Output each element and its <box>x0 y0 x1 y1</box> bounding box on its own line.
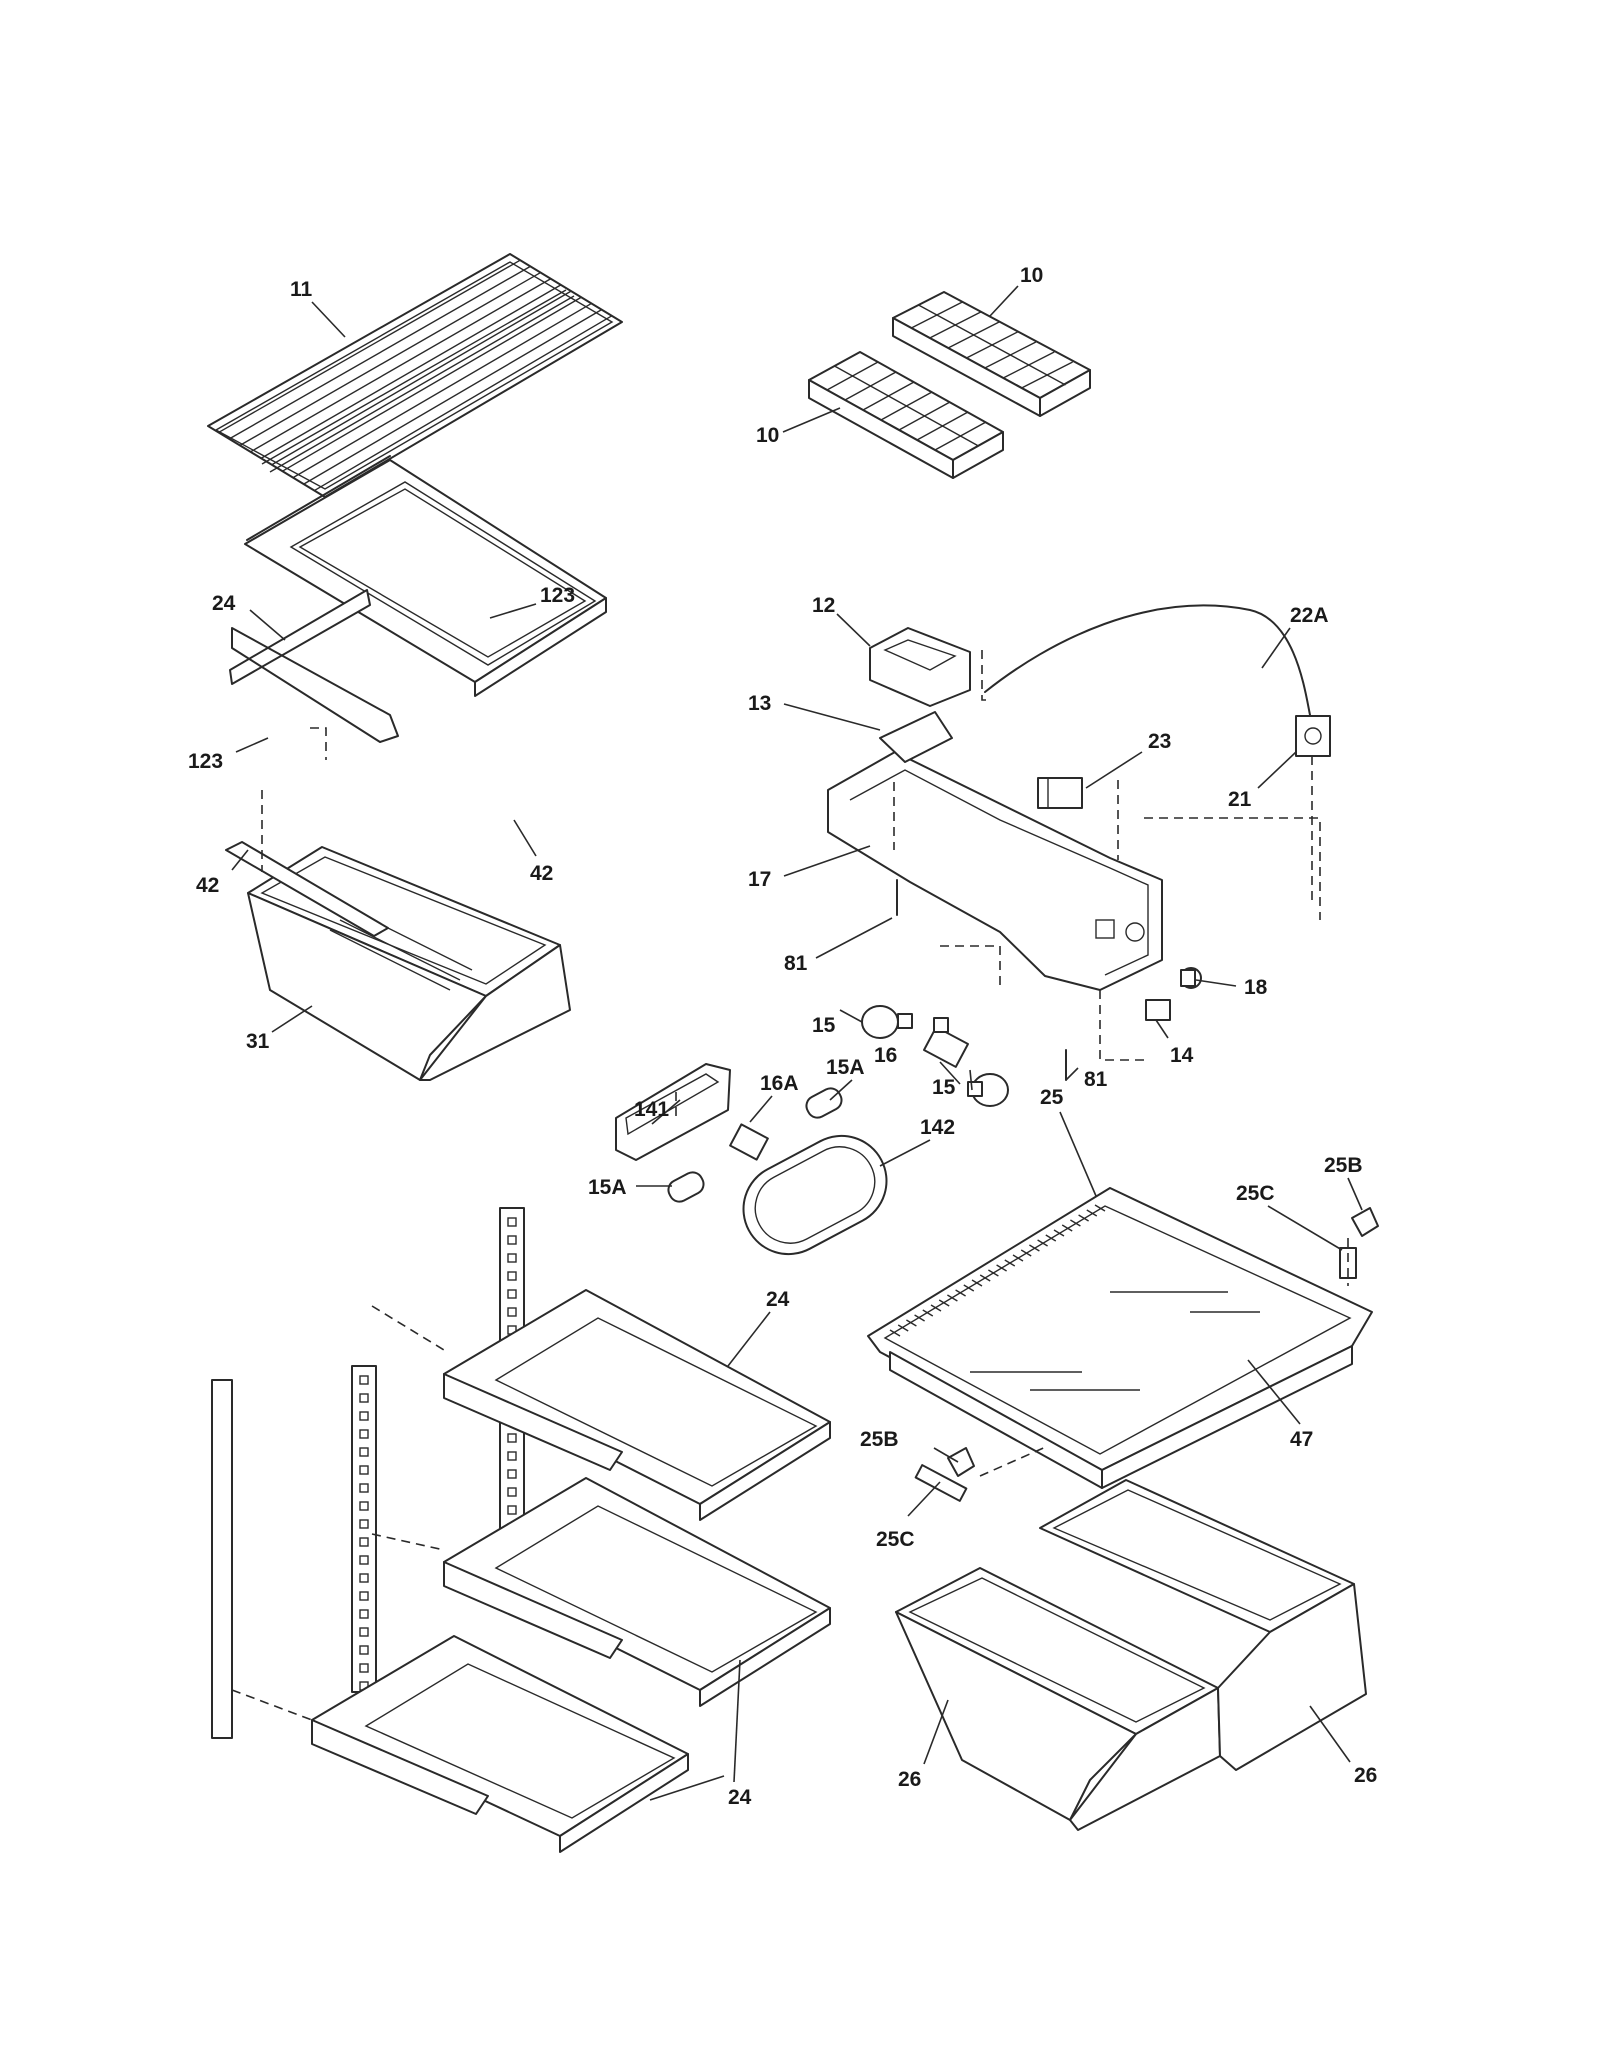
drawer-26-left <box>895 1567 1221 1831</box>
callout-24-lower: 24 <box>728 1786 752 1809</box>
switch-14 <box>1145 999 1171 1021</box>
shelf-upper-left <box>229 455 607 743</box>
callout-10-upper: 10 <box>1020 264 1043 287</box>
callout-123-upper: 123 <box>540 584 575 607</box>
bulb-15-right <box>967 1073 1009 1107</box>
callout-26-left: 26 <box>898 1768 921 1791</box>
socket-16A <box>729 1123 769 1161</box>
callout-25: 25 <box>1040 1086 1064 1109</box>
shelf-lower-1 <box>443 1289 831 1521</box>
callout-16: 16 <box>874 1044 897 1067</box>
drawer-26-right <box>1039 1479 1367 1771</box>
callout-15A-lower: 15A <box>588 1176 627 1199</box>
callout-24-middle: 24 <box>766 1288 790 1311</box>
callout-42-left: 42 <box>196 874 219 897</box>
callout-15A-upper: 15A <box>826 1056 865 1079</box>
callout-42-right: 42 <box>530 862 553 885</box>
light-shield-12 <box>869 627 971 707</box>
light-housing-17 <box>827 751 1163 991</box>
callout-25C-lower: 25C <box>876 1528 915 1551</box>
ice-tray-upper <box>892 291 1091 417</box>
assembly-lines <box>231 650 1349 1721</box>
callout-labels: 11 10 10 24 123 123 42 42 31 12 13 22A 2… <box>188 264 1377 1809</box>
callout-26-right: 26 <box>1354 1764 1377 1787</box>
callout-25C-upper: 25C <box>1236 1182 1275 1205</box>
callout-25B-upper: 25B <box>1324 1154 1363 1177</box>
callout-18: 18 <box>1244 976 1268 999</box>
callout-22A: 22A <box>1290 604 1329 627</box>
callout-141: 141 <box>634 1098 669 1121</box>
capillary-22A <box>984 604 1311 716</box>
clip-25C-lower <box>914 1464 968 1502</box>
rail-42 <box>225 841 389 937</box>
callout-11: 11 <box>290 278 313 301</box>
shelf-lower-2 <box>443 1477 831 1707</box>
callout-31: 31 <box>246 1030 270 1053</box>
switch-18 <box>1180 967 1202 989</box>
rail-upright-middle <box>351 1365 377 1693</box>
crisper-drawer-31 <box>247 846 571 1081</box>
callout-13: 13 <box>748 692 771 715</box>
callout-123-lower: 123 <box>188 750 223 773</box>
socket-16 <box>923 1017 969 1068</box>
callout-14: 14 <box>1170 1044 1194 1067</box>
damper-control-23 <box>1037 777 1083 809</box>
wire-shelf <box>207 253 623 498</box>
clip-25B-upper <box>1351 1207 1379 1237</box>
bulb-15A-lower <box>667 1171 705 1203</box>
bulb-15A-upper <box>805 1087 843 1119</box>
baffle-13 <box>879 711 953 763</box>
thermostat-21 <box>1295 715 1331 757</box>
light-cover-141 <box>615 1063 731 1161</box>
callout-142: 142 <box>920 1116 955 1139</box>
shelf-lower-3 <box>311 1635 689 1853</box>
callout-21: 21 <box>1228 788 1252 811</box>
callout-15-left: 15 <box>812 1014 836 1037</box>
glass-shelf-25 <box>867 1187 1373 1489</box>
clip-25C-upper <box>1339 1247 1357 1279</box>
callout-47: 47 <box>1290 1428 1313 1451</box>
lens-142 <box>742 1134 888 1256</box>
callout-15-right: 15 <box>932 1076 956 1099</box>
rail-upright-left <box>211 1379 233 1739</box>
callout-10-lower: 10 <box>756 424 779 447</box>
clip-25B-lower <box>947 1447 975 1477</box>
callout-16A: 16A <box>760 1072 799 1095</box>
ice-tray-lower <box>808 351 1004 479</box>
leader-lines <box>231 285 1363 1801</box>
callout-81-left: 81 <box>784 952 808 975</box>
callout-81-right: 81 <box>1084 1068 1108 1091</box>
callout-12: 12 <box>812 594 835 617</box>
callout-24-upper: 24 <box>212 592 236 615</box>
callout-17: 17 <box>748 868 771 891</box>
callout-25B-lower: 25B <box>860 1428 899 1451</box>
callout-23: 23 <box>1148 730 1171 753</box>
bulb-15-left <box>861 1005 913 1039</box>
